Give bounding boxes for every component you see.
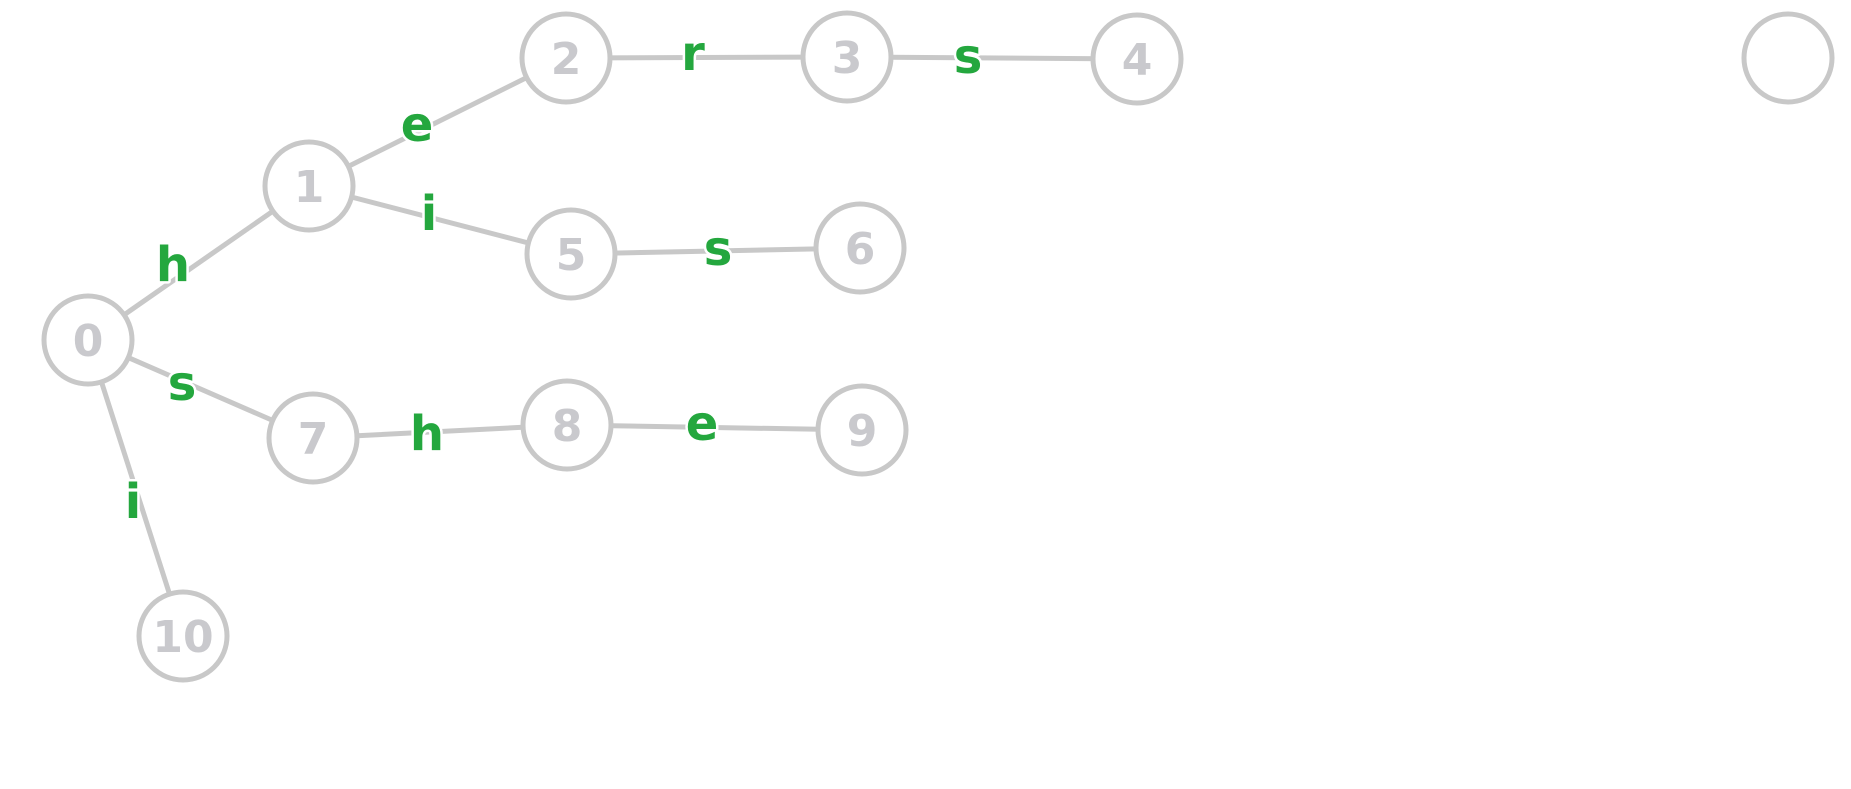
node-circle-4 (1090, 12, 1184, 106)
edge-2-3 (563, 54, 850, 61)
edge-label-1-2: e (401, 97, 434, 153)
edge-label-8-9: e (686, 396, 719, 452)
node-label-5: 5 (556, 230, 587, 281)
edge-5-6 (568, 245, 863, 257)
node-label-3: 3 (832, 33, 863, 84)
node-circle-6 (813, 201, 907, 295)
node-label-8: 8 (552, 401, 583, 452)
node-circle-8 (520, 378, 614, 472)
edge-label-2-3: r (681, 26, 705, 82)
edge-1-2 (306, 55, 569, 189)
edge-label-3-4: s (954, 29, 983, 85)
edge-3-4 (844, 54, 1140, 62)
edge-8-9 (564, 422, 865, 433)
node-label-4: 4 (1122, 35, 1153, 86)
node-circle-0 (41, 293, 135, 387)
edge-label-0-10: i (125, 474, 141, 530)
edge-label-0-7: s (168, 356, 197, 412)
edge-label-7-8: h (410, 406, 444, 462)
node-circle-5 (524, 207, 618, 301)
node-label-0: 0 (73, 316, 104, 367)
node-label-7: 7 (298, 414, 329, 465)
edge-label-5-6: s (704, 221, 733, 277)
edge-label-1-5: i (421, 186, 437, 242)
node-circle-2 (519, 11, 613, 105)
node-label-9: 9 (847, 406, 878, 457)
node-circle-empty (1741, 11, 1835, 105)
edge-0-10 (85, 337, 186, 639)
node-label-6: 6 (845, 224, 876, 275)
node-label-10: 10 (152, 612, 213, 663)
edge-label-0-1: h (156, 237, 190, 293)
node-circle-3 (800, 10, 894, 104)
node-circle-7 (266, 391, 360, 485)
node-circle-9 (815, 383, 909, 477)
node-circle-10 (136, 589, 230, 683)
node-circle-1 (262, 139, 356, 233)
node-label-2: 2 (551, 34, 582, 85)
node-label-1: 1 (294, 162, 325, 213)
